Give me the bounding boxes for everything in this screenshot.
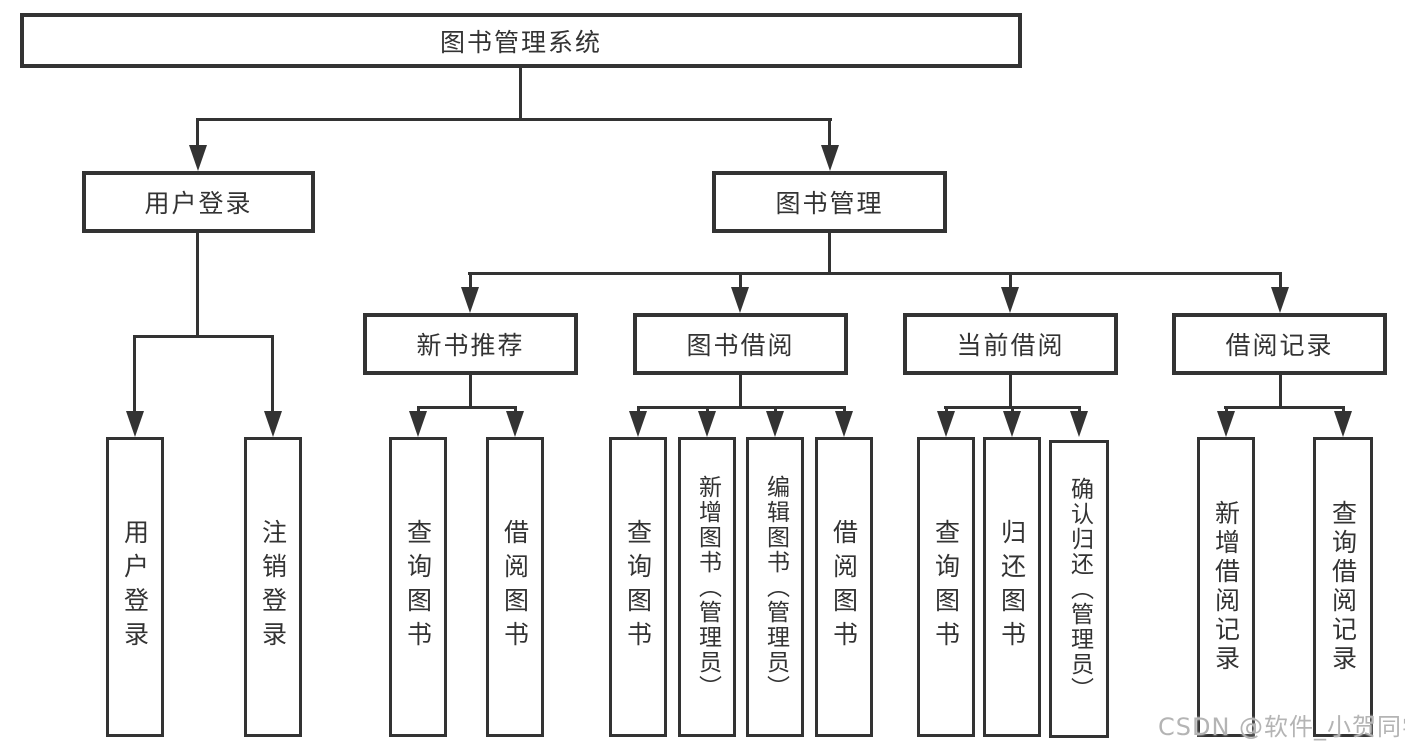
connector-new-books-bar [417, 406, 517, 409]
connector-drop-book-mgmt [828, 118, 831, 150]
leaf-logout: 注销登录 [244, 437, 302, 737]
leaf-add-borrow-record-label: 新增借阅记录 [1211, 500, 1241, 674]
node-current: 当前借阅 [903, 313, 1118, 375]
connector-drop-borrow [739, 272, 742, 290]
node-records: 借阅记录 [1172, 313, 1387, 375]
arrowhead-nb-query [409, 411, 427, 437]
arrowhead-bw-add [698, 411, 716, 437]
arrowhead-bw-query [629, 411, 647, 437]
connector-drop-current [1009, 272, 1012, 290]
connector-book-mgmt-stem [828, 233, 831, 272]
arrowhead-book-mgmt [821, 145, 839, 171]
node-book-mgmt-label: 图书管理 [775, 189, 884, 218]
leaf-return-book-label: 归还图书 [997, 519, 1027, 655]
leaf-query-books-2: 查询图书 [609, 437, 667, 737]
leaf-query-books-2-label: 查询图书 [623, 519, 653, 655]
node-new-books: 新书推荐 [363, 313, 578, 375]
node-root: 图书管理系统 [20, 13, 1022, 68]
arrowhead-user-login [189, 145, 207, 171]
connector-drop-new-books [469, 272, 472, 290]
connector-root-bar [196, 118, 832, 121]
connector-records-bar [1224, 406, 1345, 409]
arrowhead-rc-add [1217, 411, 1235, 437]
node-root-label: 图书管理系统 [439, 27, 602, 57]
arrowhead-records [1271, 287, 1289, 313]
connector-drop-records [1279, 272, 1282, 290]
connector-current-stem [1009, 375, 1012, 406]
node-records-label: 借阅记录 [1225, 331, 1334, 360]
node-borrow-label: 图书借阅 [686, 331, 795, 360]
connector-records-stem [1279, 375, 1282, 406]
arrowhead-rc-query [1334, 411, 1352, 437]
node-new-books-label: 新书推荐 [416, 331, 525, 360]
leaf-query-borrow-record-label: 查询借阅记录 [1328, 500, 1358, 674]
arrowhead-cu-return [1003, 411, 1021, 437]
arrowhead-leaf-logout [264, 411, 282, 437]
arrowhead-current [1001, 287, 1019, 313]
leaf-borrow-books-1: 借阅图书 [486, 437, 544, 737]
node-borrow: 图书借阅 [633, 313, 848, 375]
node-current-label: 当前借阅 [956, 331, 1065, 360]
leaf-query-books-3: 查询图书 [917, 437, 975, 737]
connector-new-books-stem [469, 375, 472, 406]
connector-borrow-bar [637, 406, 845, 409]
node-user-login: 用户登录 [82, 171, 315, 233]
leaf-user-login: 用户登录 [106, 437, 164, 737]
arrowhead-borrow [731, 287, 749, 313]
leaf-add-book-admin: 新增图书（管理员） [678, 437, 736, 737]
leaf-borrow-books-2-label: 借阅图书 [829, 519, 859, 655]
connector-drop-user-login [196, 118, 199, 150]
leaf-return-book: 归还图书 [983, 437, 1041, 737]
arrowhead-cu-confirm [1070, 411, 1088, 437]
node-book-mgmt: 图书管理 [712, 171, 947, 233]
leaf-edit-book-admin: 编辑图书（管理员） [746, 437, 804, 737]
arrowhead-new-books [461, 287, 479, 313]
leaf-query-books-3-label: 查询图书 [931, 519, 961, 655]
connector-book-mgmt-bar [468, 272, 1281, 275]
arrowhead-leaf-login [126, 411, 144, 437]
leaf-borrow-books-2: 借阅图书 [815, 437, 873, 737]
leaf-confirm-return-admin-label: 确认归还（管理员） [1066, 476, 1093, 702]
connector-user-login-bar [133, 335, 274, 338]
leaf-user-login-label: 用户登录 [120, 519, 150, 655]
connector-root-stem [519, 68, 522, 118]
arrowhead-cu-query [937, 411, 955, 437]
leaf-add-book-admin-label: 新增图书（管理员） [694, 474, 721, 700]
leaf-query-books-1: 查询图书 [389, 437, 447, 737]
connector-user-login-stem [196, 233, 199, 335]
leaf-confirm-return-admin: 确认归还（管理员） [1049, 440, 1109, 738]
arrowhead-nb-borrow [506, 411, 524, 437]
leaf-borrow-books-1-label: 借阅图书 [500, 519, 530, 655]
connector-borrow-stem [739, 375, 742, 406]
leaf-edit-book-admin-label: 编辑图书（管理员） [762, 474, 789, 700]
leaf-query-borrow-record: 查询借阅记录 [1313, 437, 1373, 737]
leaf-query-books-1-label: 查询图书 [403, 519, 433, 655]
leaf-add-borrow-record: 新增借阅记录 [1197, 437, 1255, 737]
leaf-logout-label: 注销登录 [258, 519, 288, 655]
arrowhead-bw-edit [766, 411, 784, 437]
connector-drop-leaf-logout [271, 335, 274, 415]
arrowhead-bw-borrow [835, 411, 853, 437]
csdn-watermark: CSDN @软件_小贺同学 [1158, 713, 1405, 741]
connector-drop-leaf-login [133, 335, 136, 415]
node-user-login-label: 用户登录 [144, 189, 253, 218]
